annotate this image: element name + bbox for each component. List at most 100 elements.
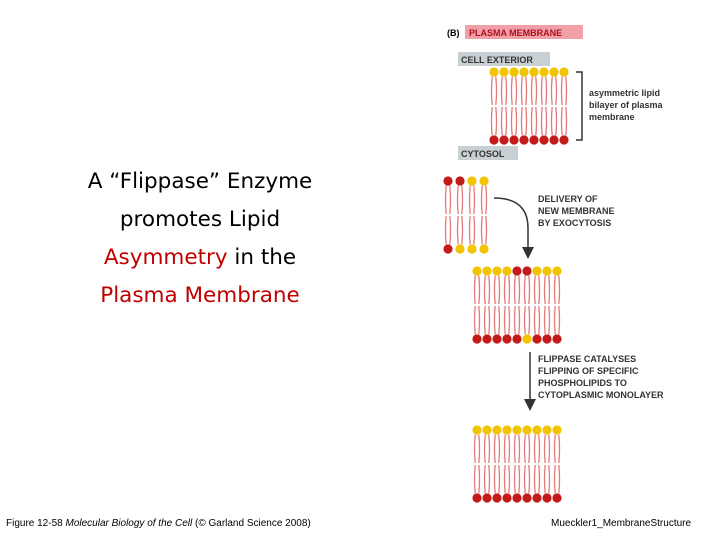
lipid-tail [510, 76, 513, 106]
lipid-tail [538, 275, 541, 305]
lipid-tail [473, 464, 476, 494]
yellow-lipid-head [552, 425, 562, 435]
cell-exterior-box [458, 52, 550, 66]
red-lipid-head [532, 493, 542, 503]
membrane-vesicle [443, 176, 489, 254]
lipid-tail [513, 275, 516, 305]
lipid-tail [553, 464, 556, 494]
lipid-tail [449, 185, 452, 215]
lipid-tail [488, 464, 491, 494]
lipid-tail [535, 106, 538, 136]
yellow-lipid-head [467, 244, 477, 254]
lipid-tail [500, 76, 503, 106]
title-line-1: A “Flippase” Enzyme [87, 169, 313, 194]
red-lipid-head [532, 334, 542, 344]
lipid-tail [533, 464, 536, 494]
lipid-tail [545, 76, 548, 106]
lipid-tail [525, 76, 528, 106]
yellow-lipid-head [482, 266, 492, 276]
membranes [443, 67, 569, 503]
yellow-lipid-head [539, 67, 549, 77]
red-lipid-head [539, 135, 549, 145]
caption-suffix: (© Garland Science 2008) [192, 518, 311, 529]
lipid-tail [488, 434, 491, 464]
lipid-tail [533, 275, 536, 305]
title-line-4: Plasma Membrane [100, 283, 300, 308]
lipid-tail [518, 464, 521, 494]
lipid-tail [530, 106, 533, 136]
step1-line-3: BY EXOCYTOSIS [538, 218, 611, 228]
lipid-tail [498, 464, 501, 494]
yellow-lipid-head [502, 425, 512, 435]
yellow-lipid-head [492, 266, 502, 276]
lipid-tail [456, 215, 459, 245]
caption-book-title: Molecular Biology of the Cell [65, 518, 193, 529]
lipid-tail [533, 434, 536, 464]
red-lipid-head [443, 244, 453, 254]
lipid-tail [493, 305, 496, 335]
exocytosis-arrow [493, 197, 534, 259]
step2-line-3: PHOSPHOLIPIDS TO [538, 378, 627, 388]
lipid-tail [558, 305, 561, 335]
lipid-tail [480, 215, 483, 245]
yellow-lipid-head [529, 67, 539, 77]
lipid-tail [485, 185, 488, 215]
red-lipid-head [472, 493, 482, 503]
red-lipid-head [552, 334, 562, 344]
lipid-tail [550, 76, 553, 106]
yellow-lipid-head [549, 67, 559, 77]
lipid-tail [505, 76, 508, 106]
step1-line-1: DELIVERY OF [538, 194, 598, 204]
bilayer-bracket [576, 71, 583, 141]
red-lipid-head [522, 266, 532, 276]
yellow-lipid-head [479, 244, 489, 254]
lipid-tail [508, 434, 511, 464]
lipid-tail [558, 434, 561, 464]
membrane-final [472, 425, 562, 503]
yellow-lipid-head [552, 266, 562, 276]
lipid-tail [535, 76, 538, 106]
lipid-tail [560, 106, 563, 136]
yellow-lipid-head [542, 266, 552, 276]
lipid-tail [461, 185, 464, 215]
lipid-tail [528, 434, 531, 464]
lipid-tail [543, 305, 546, 335]
lipid-tail [558, 464, 561, 494]
panel-title-box [465, 25, 583, 39]
panel-letter: (B) [447, 28, 460, 38]
yellow-lipid-head [489, 67, 499, 77]
red-lipid-head [482, 334, 492, 344]
step2-line-2: FLIPPING OF SPECIFIC [538, 366, 639, 376]
lipid-tail [473, 215, 476, 245]
red-lipid-head [529, 135, 539, 145]
lipid-tail [468, 215, 471, 245]
caption-prefix: Figure 12-58 [6, 518, 66, 529]
yellow-lipid-head [492, 425, 502, 435]
bracket-text-line-3: membrane [589, 112, 635, 122]
lipid-tail [540, 76, 543, 106]
lipid-tail [505, 106, 508, 136]
lipid-tail [538, 434, 541, 464]
lipid-tail [503, 275, 506, 305]
cytosol-label: CYTOSOL [461, 149, 505, 159]
lipid-tail [503, 434, 506, 464]
lipid-tail [553, 305, 556, 335]
yellow-lipid-head [472, 266, 482, 276]
yellow-lipid-head [532, 266, 542, 276]
lipid-tail [508, 464, 511, 494]
red-lipid-head [472, 334, 482, 344]
lipid-tail [490, 106, 493, 136]
title-line-3-rest: in the [227, 245, 297, 270]
lipid-tail [483, 305, 486, 335]
red-lipid-head [499, 135, 509, 145]
lipid-tail [523, 275, 526, 305]
title-line-2: promotes Lipid [119, 207, 281, 232]
red-lipid-head [502, 493, 512, 503]
slide-title: A “Flippase” Enzyme promotes Lipid Asymm… [40, 163, 360, 315]
lipid-tail [444, 215, 447, 245]
cytosol-box [458, 146, 518, 160]
lipid-tail [508, 275, 511, 305]
step2-line-1: FLIPPASE CATALYSES [538, 354, 636, 364]
lipid-tail [553, 275, 556, 305]
lipid-tail [523, 464, 526, 494]
